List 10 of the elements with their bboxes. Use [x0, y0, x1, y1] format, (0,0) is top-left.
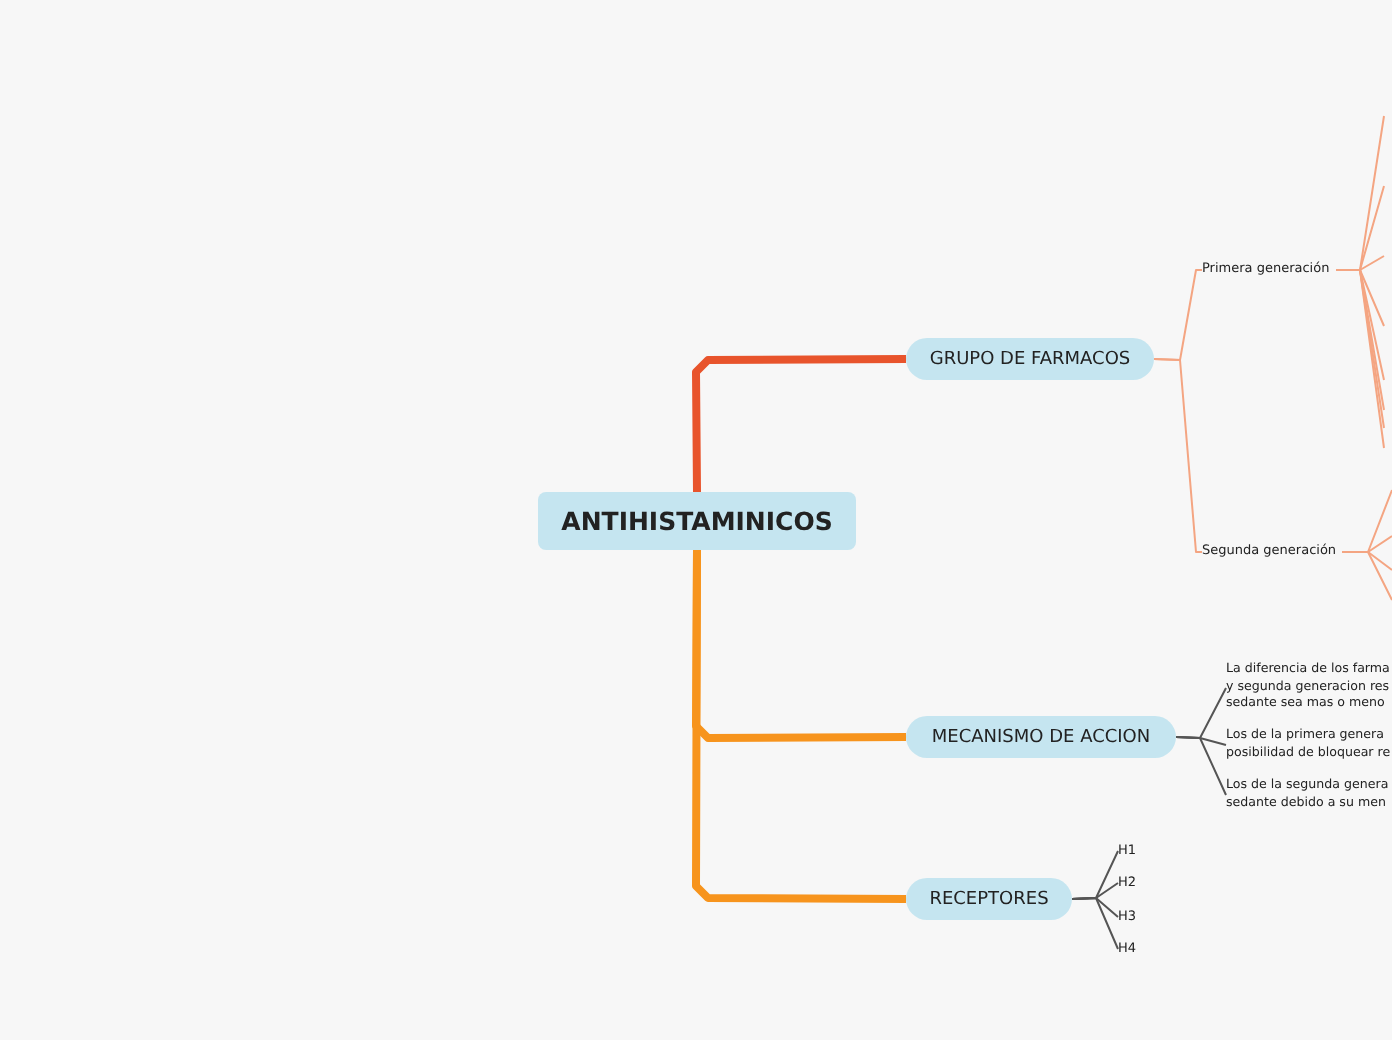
topic-bubble: GRUPO DE FARMACOS	[906, 338, 1154, 380]
branch-line	[692, 550, 907, 903]
branch-line	[692, 355, 907, 493]
branch-line	[1153, 358, 1203, 553]
branch-line	[1071, 897, 1119, 950]
topic-bubble: RECEPTORES	[906, 878, 1072, 920]
branch-line	[1341, 551, 1392, 601]
topic-bubble: MECANISMO DE ACCION	[906, 716, 1176, 758]
central-topic: ANTIHISTAMINICOS	[538, 492, 856, 550]
branch-line	[1175, 736, 1227, 796]
